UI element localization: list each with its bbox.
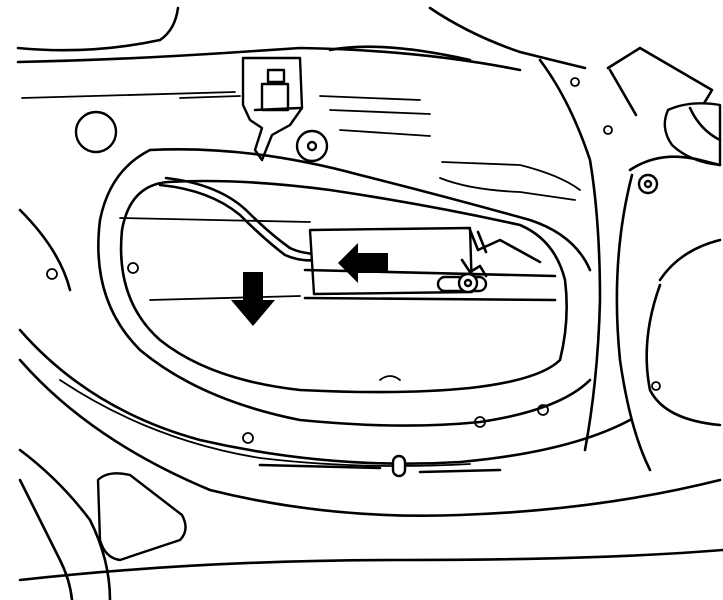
regulator-cable — [158, 176, 322, 262]
arrow-left-icon — [338, 243, 388, 283]
arrow-down-icon — [231, 272, 275, 326]
speaker-hole-icon — [74, 110, 118, 154]
door-latch-mechanism — [74, 56, 329, 163]
service-opening — [119, 179, 568, 394]
door-right-structure — [439, 46, 722, 472]
upper-door-edge — [16, 6, 587, 137]
inner-panel-frame — [18, 147, 723, 600]
